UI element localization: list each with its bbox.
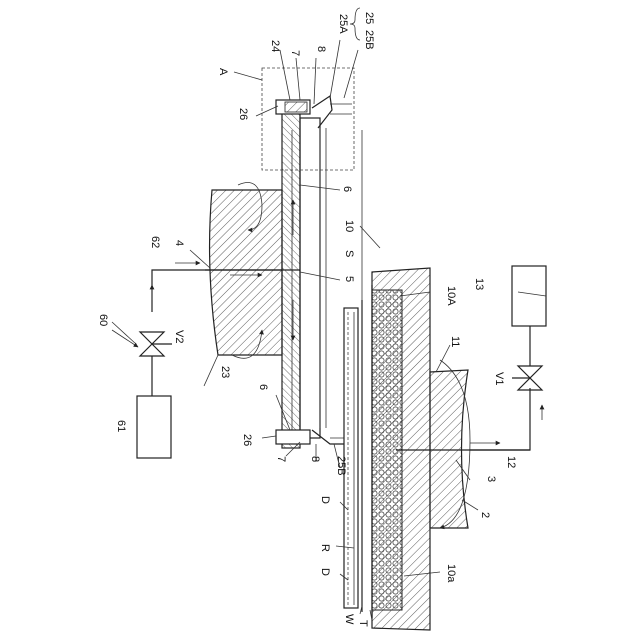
label-A: A — [217, 68, 229, 76]
label-62: 62 — [149, 236, 161, 248]
top-plate — [282, 108, 300, 448]
label-W: W — [343, 614, 355, 625]
label-25A: 25A — [337, 14, 349, 34]
label-6-top: 6 — [341, 186, 353, 192]
clamp-spring-24 — [285, 102, 307, 112]
label-10a: 10a — [445, 564, 457, 583]
pipe-12 — [470, 388, 530, 450]
detail-box-A — [262, 68, 354, 170]
label-6-bottom: 6 — [257, 384, 269, 390]
box-13 — [512, 266, 546, 326]
lower-shaft-11 — [430, 370, 468, 528]
label-S: S — [343, 250, 355, 257]
label-10: 10 — [343, 220, 355, 232]
label-V2: V2 — [173, 330, 185, 343]
label-R: R — [319, 544, 331, 552]
label-23: 23 — [219, 366, 231, 378]
label-26-bottom: 26 — [241, 434, 253, 446]
label-12: 12 — [505, 456, 517, 468]
brace-25 — [350, 8, 360, 40]
label-D-2: D — [319, 568, 331, 576]
label-11: 11 — [449, 336, 461, 347]
clamp-26-bottom — [276, 430, 310, 444]
label-3: 3 — [485, 476, 497, 482]
label-60: 60 — [97, 314, 109, 326]
label-25: 25 — [363, 12, 375, 24]
label-5: 5 — [343, 276, 355, 282]
label-10A: 10A — [445, 286, 457, 306]
label-13: 13 — [473, 278, 485, 290]
label-8-top: 8 — [315, 46, 327, 52]
label-26-top: 26 — [237, 108, 249, 120]
inner-frame — [300, 118, 320, 438]
label-D-1: D — [319, 496, 331, 504]
guide-bottom — [312, 430, 344, 444]
label-61: 61 — [115, 420, 127, 432]
label-V1: V1 — [493, 372, 505, 385]
label-25B-bottom: 25B — [335, 456, 347, 476]
guide-25A — [312, 96, 332, 128]
box-61 — [137, 396, 171, 458]
label-7-bottom: 7 — [275, 456, 287, 462]
label-24: 24 — [269, 40, 281, 52]
label-7-top: 7 — [289, 50, 301, 56]
label-4: 4 — [173, 240, 185, 246]
label-8-bottom: 8 — [309, 456, 321, 462]
label-T: T — [357, 620, 369, 627]
upper-shaft-23 — [210, 190, 282, 355]
label-25B-top: 25B — [363, 30, 375, 50]
arrow-60 — [112, 330, 138, 347]
label-2: 2 — [479, 512, 491, 518]
